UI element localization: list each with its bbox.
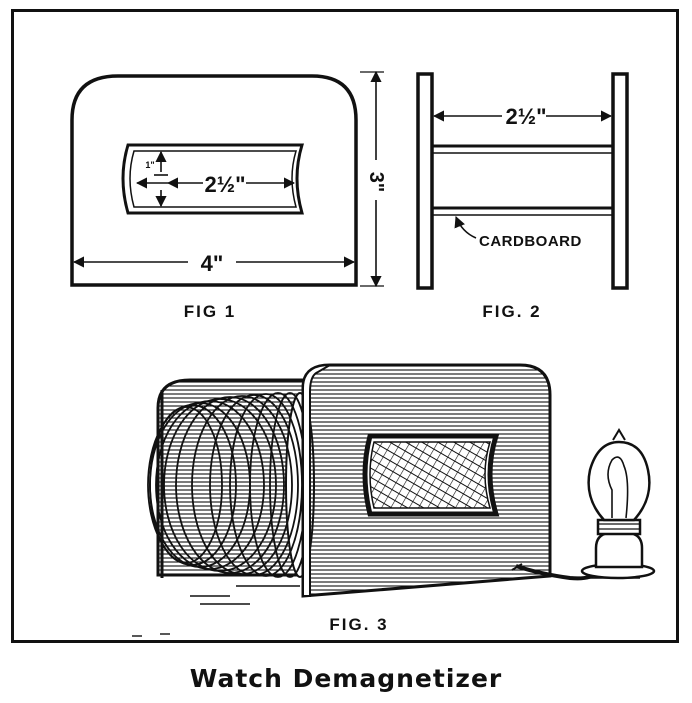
- page-caption: Watch Demagnetizer: [189, 664, 503, 693]
- fig1-window-dimension: 2½": [204, 172, 245, 197]
- fig3-label: FIG. 3: [329, 615, 388, 634]
- figure-frame: [11, 9, 679, 643]
- fig1-height-dimension: 3": [365, 172, 387, 193]
- light-bulb-icon: [580, 428, 656, 580]
- fig1-label: FIG 1: [184, 302, 237, 321]
- fig1-small-dimension: 1": [145, 160, 154, 170]
- fig3-assembled-coil: [132, 363, 640, 637]
- fig2-spool-side: 2½" CARDBOARD FIG. 2: [416, 72, 629, 321]
- fig1-width-dimension: 4": [201, 251, 224, 276]
- fig2-cardboard-label: CARDBOARD: [479, 233, 582, 250]
- fig2-label: FIG. 2: [482, 302, 541, 321]
- fig1-end-plate: 2½" 1" 4" 3" FIG 1: [70, 70, 387, 321]
- fig2-length-dimension: 2½": [505, 104, 546, 129]
